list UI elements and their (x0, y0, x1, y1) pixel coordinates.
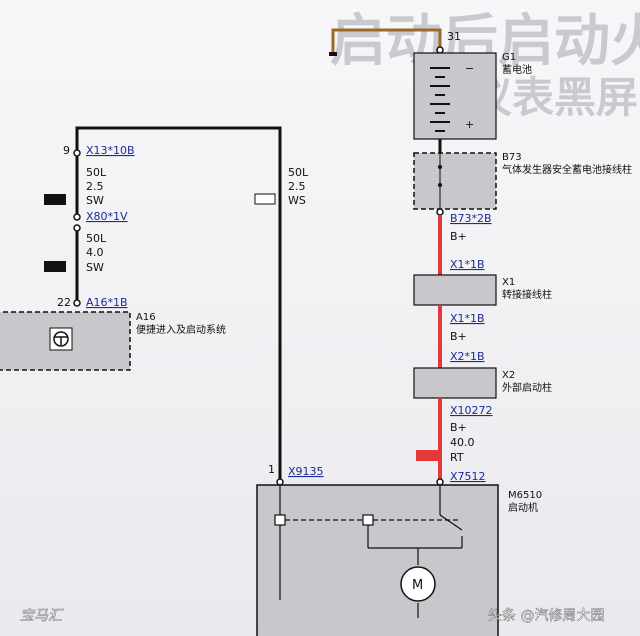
x1-name: 转接接线柱 (502, 288, 552, 301)
wire-x2-gauge: 40.0 (450, 436, 475, 449)
wire1-label: 50L (86, 166, 107, 179)
x2-name: 外部启动柱 (502, 381, 552, 394)
connector-x80-1v: X80*1V (86, 210, 128, 223)
wire1-color: SW (86, 194, 104, 207)
ground-wire-brown (331, 28, 442, 52)
wire2-gauge: 4.0 (86, 246, 104, 259)
steering-wheel-icon (49, 327, 73, 351)
starter-main-terminal (436, 478, 444, 486)
x2-box (413, 367, 497, 399)
wire-color-swatch-red (416, 450, 438, 461)
b73-terminal (436, 208, 444, 216)
wire-x1-label: B+ (450, 330, 467, 343)
background-title-line2: 仪表黑屏 (469, 73, 638, 122)
b73-node-top (438, 165, 442, 169)
watermark-right: 头条 @汽修周大园 (488, 607, 604, 624)
connector-x2-top: X2*1B (450, 350, 485, 363)
wire-b73-label: B+ (450, 230, 467, 243)
wire2-color-swatch (44, 261, 66, 272)
wire2-color: SW (86, 261, 104, 274)
wire-x2-label: B+ (450, 421, 467, 434)
starter-box (256, 484, 499, 636)
right-wire-color: WS (288, 194, 306, 207)
b73-name: 气体发生器安全蓄电池接线柱 (502, 163, 632, 176)
wire2-label: 50L (86, 232, 107, 245)
right-wire-color-swatch (254, 193, 276, 205)
a16-top-terminal (73, 149, 81, 157)
b73-id: B73 (502, 152, 522, 163)
battery-terminal (436, 46, 444, 54)
battery-pin-31: 31 (447, 30, 461, 43)
b73-node-mid (438, 183, 442, 187)
battery-plus-sign: + (465, 118, 474, 131)
battery-name: 蓄电池 (502, 63, 532, 76)
wire1-gauge: 2.5 (86, 180, 104, 193)
connector-a16-1b: A16*1B (86, 296, 128, 309)
x2-id: X2 (502, 370, 515, 381)
right-wire-label: 50L (288, 166, 309, 179)
a16-bottom-terminal (73, 299, 81, 307)
x1-id: X1 (502, 277, 515, 288)
starter-internal-circuit (274, 485, 463, 618)
b73-box (413, 152, 497, 210)
motor-symbol: M (412, 578, 423, 593)
battery-g1-box (413, 52, 497, 140)
connector-x1-top: X1*1B (450, 258, 485, 271)
connector-x80-terminal-a (73, 213, 81, 221)
ground-terminal (329, 52, 337, 56)
battery-cells-symbol (430, 67, 450, 132)
starter-id: M6510 (508, 490, 542, 501)
battery-id: G1 (502, 52, 516, 63)
wire-x2-color: RT (450, 451, 464, 464)
battery-minus-sign: − (465, 62, 474, 75)
watermark-left: 宝马汇 (20, 608, 64, 624)
a16-id: A16 (136, 312, 156, 323)
connector-x9135: X9135 (288, 465, 324, 478)
starter-signal-terminal (276, 478, 284, 486)
connector-x7512: X7512 (450, 470, 486, 483)
connector-x1-bottom: X1*1B (450, 312, 485, 325)
connector-b73-2b: B73*2B (450, 212, 492, 225)
x1-box (413, 274, 497, 306)
wire-black-loop (75, 126, 282, 482)
starter-signal-pin: 1 (268, 463, 275, 476)
connector-x10272: X10272 (450, 404, 493, 417)
left-pin-22: 22 (57, 296, 71, 309)
connector-x13-10b: X13*10B (86, 144, 135, 157)
connector-x80-terminal-b (73, 224, 81, 232)
right-wire-gauge: 2.5 (288, 180, 306, 193)
wire1-color-swatch (44, 194, 66, 205)
starter-name: 启动机 (508, 501, 538, 514)
motor-icon: M (400, 566, 436, 602)
left-pin-9: 9 (63, 144, 70, 157)
a16-name: 便捷进入及启动系统 (136, 323, 226, 336)
